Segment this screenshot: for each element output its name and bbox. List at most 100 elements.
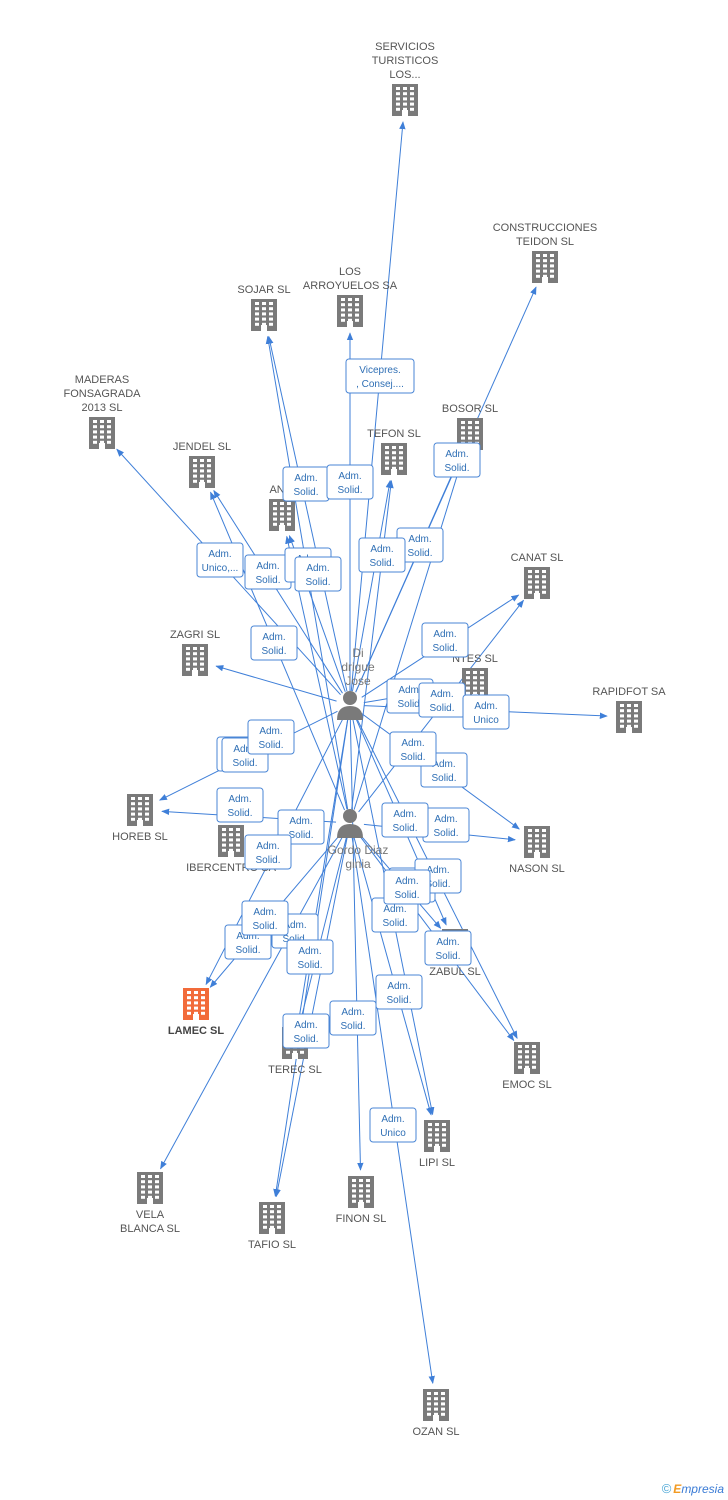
copyright-icon: © bbox=[661, 1481, 672, 1496]
edge-label[interactable]: Adm.Solid. bbox=[244, 554, 292, 590]
company-node-bosor[interactable]: BOSOR SL bbox=[442, 403, 498, 450]
company-label-line: LOS bbox=[339, 266, 361, 278]
brand-footer[interactable]: ©Empresia bbox=[662, 1481, 724, 1496]
edge-label-line: Solid. bbox=[340, 1021, 365, 1032]
edge-label[interactable]: Adm. Solid. bbox=[422, 807, 470, 843]
edge-label-line: Solid. bbox=[337, 485, 362, 496]
edge-label[interactable]: Adm.Unico bbox=[369, 1107, 417, 1143]
company-label-line: NASON SL bbox=[509, 863, 565, 875]
edge-label-line: Solid. bbox=[429, 703, 454, 714]
company-label-line: JENDEL SL bbox=[173, 441, 231, 453]
edge-label-line: Adm. bbox=[294, 1020, 317, 1031]
company-node-lamec[interactable]: LAMEC SL bbox=[168, 988, 225, 1037]
edge-label[interactable]: Adm.Solid. bbox=[294, 556, 342, 592]
edge-label-line: Adm. bbox=[236, 931, 259, 942]
person-icon bbox=[337, 691, 363, 720]
company-node-canat[interactable]: CANAT SL bbox=[511, 552, 564, 599]
edge-label[interactable]: Adm.Solid. bbox=[282, 466, 330, 502]
edge-label-line: Solid. bbox=[293, 487, 318, 498]
edge-label[interactable]: Adm.Solid. bbox=[424, 930, 472, 966]
edge-label-line: Solid. bbox=[293, 1034, 318, 1045]
edge-label[interactable]: Adm.Unico bbox=[462, 694, 510, 730]
company-node-tafio[interactable]: TAFIO SL bbox=[248, 1202, 296, 1251]
person-label-line: Di bbox=[352, 646, 363, 660]
company-node-zagri[interactable]: ZAGRI SL bbox=[170, 629, 220, 676]
company-node-ozan[interactable]: OZAN SL bbox=[412, 1389, 460, 1438]
edge-label[interactable]: Adm.Solid. bbox=[389, 731, 437, 767]
edge-label-line: Solid. bbox=[386, 995, 411, 1006]
edge-p1-tefon bbox=[351, 479, 393, 692]
edge-label-line: Solid. bbox=[433, 828, 458, 839]
edge-label[interactable]: Adm.Solid. bbox=[326, 464, 374, 500]
edge-label[interactable]: Adm.Solid. bbox=[433, 442, 481, 478]
company-label-line: CANAT SL bbox=[511, 552, 564, 564]
edge-label-line: Solid. bbox=[258, 740, 283, 751]
edge-label[interactable]: Adm.Solid. bbox=[247, 719, 295, 755]
edge-label[interactable]: Adm.Solid. bbox=[381, 802, 429, 838]
building-icon bbox=[182, 644, 208, 676]
company-label-line: BLANCA SL bbox=[120, 1223, 180, 1235]
company-label-line: TEFON SL bbox=[367, 428, 421, 440]
edge-label-line: Solid. bbox=[435, 951, 460, 962]
company-label-line: HOREB SL bbox=[112, 831, 168, 843]
company-label-line: LAMEC SL bbox=[168, 1025, 225, 1037]
edge-label[interactable]: Adm.Solid. bbox=[421, 622, 469, 658]
company-label-line: TEREC SL bbox=[268, 1064, 322, 1076]
building-icon bbox=[218, 825, 244, 857]
edge-label[interactable]: Adm.Solid. bbox=[250, 625, 298, 661]
edge-label[interactable]: Vicepres., Consej.... bbox=[345, 358, 415, 394]
edge-label[interactable]: Adm.Solid. bbox=[286, 939, 334, 975]
building-icon bbox=[189, 456, 215, 488]
edge-label[interactable]: Adm.Solid. bbox=[375, 974, 423, 1010]
edge-label-line: Adm. bbox=[432, 759, 455, 770]
edge-label[interactable]: Adm.Solid. bbox=[241, 900, 289, 936]
edge-label-line: Solid. bbox=[382, 918, 407, 929]
edge-label[interactable]: Adm.Solid. bbox=[418, 682, 466, 718]
company-label-line: LIPI SL bbox=[419, 1157, 455, 1169]
company-node-finon[interactable]: FINON SL bbox=[336, 1176, 387, 1225]
edge-label[interactable]: Adm.Solid. bbox=[358, 537, 406, 573]
edge-label-line: Unico bbox=[380, 1128, 406, 1139]
company-node-nason[interactable]: NASON SL bbox=[509, 826, 565, 875]
company-label-line: TEIDON SL bbox=[516, 236, 574, 248]
company-node-emoc[interactable]: EMOC SL bbox=[502, 1042, 552, 1091]
company-node-lipi[interactable]: LIPI SL bbox=[419, 1120, 455, 1169]
edge-label[interactable]: Adm.Solid. bbox=[244, 834, 292, 870]
building-icon bbox=[532, 251, 558, 283]
edge-label[interactable]: Adm.Solid. bbox=[383, 869, 431, 905]
company-node-sojar[interactable]: SOJAR SL bbox=[237, 284, 291, 331]
edge-label-line: Solid. bbox=[297, 960, 322, 971]
edge-p2-tefon bbox=[351, 480, 394, 810]
company-node-jendel[interactable]: JENDEL SL bbox=[173, 441, 231, 488]
edge-label-line: Solid. bbox=[425, 879, 450, 890]
edge-p1-finon bbox=[349, 718, 364, 1171]
company-label-line: 2013 SL bbox=[82, 402, 123, 414]
edge-label-line: Adm. bbox=[434, 814, 457, 825]
edge-label[interactable]: Adm. Solid. bbox=[282, 1013, 330, 1049]
edge-p1-zagri bbox=[215, 665, 337, 702]
edge-label[interactable]: Adm.Solid. bbox=[329, 1000, 377, 1036]
building-icon bbox=[381, 443, 407, 475]
edge-label[interactable]: Adm. Unico,... bbox=[196, 542, 244, 578]
edge-label-line: Adm. bbox=[208, 549, 231, 560]
company-label-line: SOJAR SL bbox=[237, 284, 290, 296]
company-node-rapidfot[interactable]: RAPIDFOT SA bbox=[592, 686, 666, 733]
company-node-servicios[interactable]: SERVICIOSTURISTICOSLOS... bbox=[372, 41, 439, 116]
edge-p1-jendel bbox=[213, 489, 343, 694]
edge-labels-layer: Vicepres., Consej.... Adm. Solid. Adm. Solid… bbox=[196, 358, 510, 1143]
company-label-line: ZABUL SL bbox=[429, 966, 481, 978]
company-node-tefon[interactable]: TEFON SL bbox=[367, 428, 421, 475]
company-node-horeb[interactable]: HOREB SL bbox=[112, 794, 168, 843]
edge-label[interactable]: Adm.Solid. bbox=[216, 787, 264, 823]
building-icon bbox=[269, 499, 295, 531]
edge-label-line: Unico,... bbox=[202, 563, 239, 574]
building-icon bbox=[392, 84, 418, 116]
building-icon bbox=[423, 1389, 449, 1421]
